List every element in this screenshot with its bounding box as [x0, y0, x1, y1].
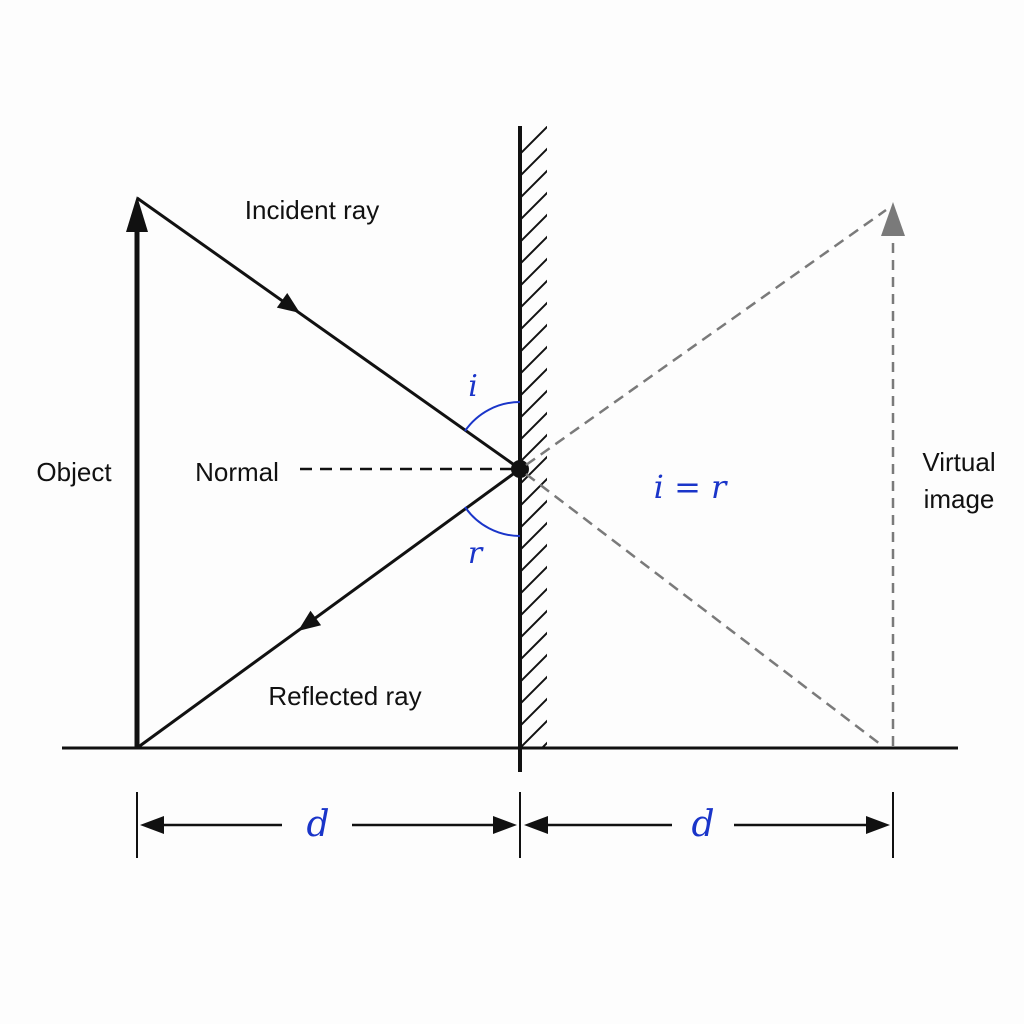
mirror-hatch-stroke [521, 543, 547, 573]
mirror-hatch-stroke [540, 741, 547, 748]
mirror-hatch-stroke [521, 609, 547, 639]
virtual-image-label-line1: Virtual [922, 447, 995, 477]
distance-label-right: d [691, 804, 714, 845]
angle-i-arc [464, 401, 521, 432]
incident-ray-arrowhead [276, 292, 300, 313]
mirror-hatch-stroke [521, 191, 547, 221]
object-label: Object [36, 457, 112, 487]
equation-label: i = r [654, 468, 728, 506]
mirror-hatching [520, 126, 548, 792]
mirror-hatch-stroke [521, 257, 547, 287]
mirror-hatch-stroke [521, 675, 547, 705]
object-arrowhead [126, 196, 148, 232]
mirror-hatch-stroke [521, 411, 547, 441]
mirror-hatch-stroke [521, 477, 547, 507]
mirror-hatch-stroke [521, 587, 547, 617]
mirror-hatch-stroke [521, 169, 547, 199]
reflected-ray-label: Reflected ray [268, 681, 421, 711]
mirror-hatch-stroke [521, 279, 547, 309]
angle-r-label: r [468, 536, 484, 571]
virtual-ray-upper [525, 208, 887, 467]
reflected-ray-arrowhead [298, 610, 322, 631]
mirror-hatch-stroke [521, 719, 547, 748]
mirror-hatch-stroke [521, 323, 547, 353]
angle-r-arc [464, 506, 521, 537]
distance-label-left: d [306, 804, 329, 845]
mirror-hatch-stroke [521, 126, 547, 155]
distance-arrowhead [866, 816, 890, 834]
mirror-hatch-stroke [521, 213, 547, 243]
mirror-hatch-stroke [521, 521, 547, 551]
normal-label: Normal [195, 457, 279, 487]
mirror-hatch-stroke [521, 697, 547, 727]
virtual-image-label-line2: image [924, 484, 995, 514]
distance-arrowhead [140, 816, 164, 834]
virtual-ray-lower [525, 473, 881, 745]
mirror-hatch-stroke [521, 653, 547, 683]
mirror-hatch-stroke [520, 764, 548, 792]
mirror-hatch-stroke [521, 367, 547, 397]
mirror-hatch-stroke [521, 433, 547, 463]
distance-arrowhead [493, 816, 517, 834]
mirror-hatch-stroke [521, 631, 547, 661]
point-of-incidence [511, 460, 529, 478]
incident-ray-label: Incident ray [245, 195, 379, 225]
mirror-hatch-stroke [521, 499, 547, 529]
reflected-ray [136, 467, 521, 750]
angle-i-label: i [468, 369, 478, 404]
mirror-hatch-stroke [521, 345, 547, 375]
distance-arrowhead [524, 816, 548, 834]
mirror-hatch-stroke [521, 455, 547, 485]
mirror-hatch-stroke [521, 389, 547, 419]
mirror-hatch-stroke [521, 147, 547, 177]
virtual-image-arrowhead [881, 202, 905, 236]
mirror-hatch-stroke [521, 565, 547, 595]
incident-ray [136, 196, 521, 471]
mirror-hatch-stroke [521, 301, 547, 331]
mirror-hatch-stroke [521, 235, 547, 265]
